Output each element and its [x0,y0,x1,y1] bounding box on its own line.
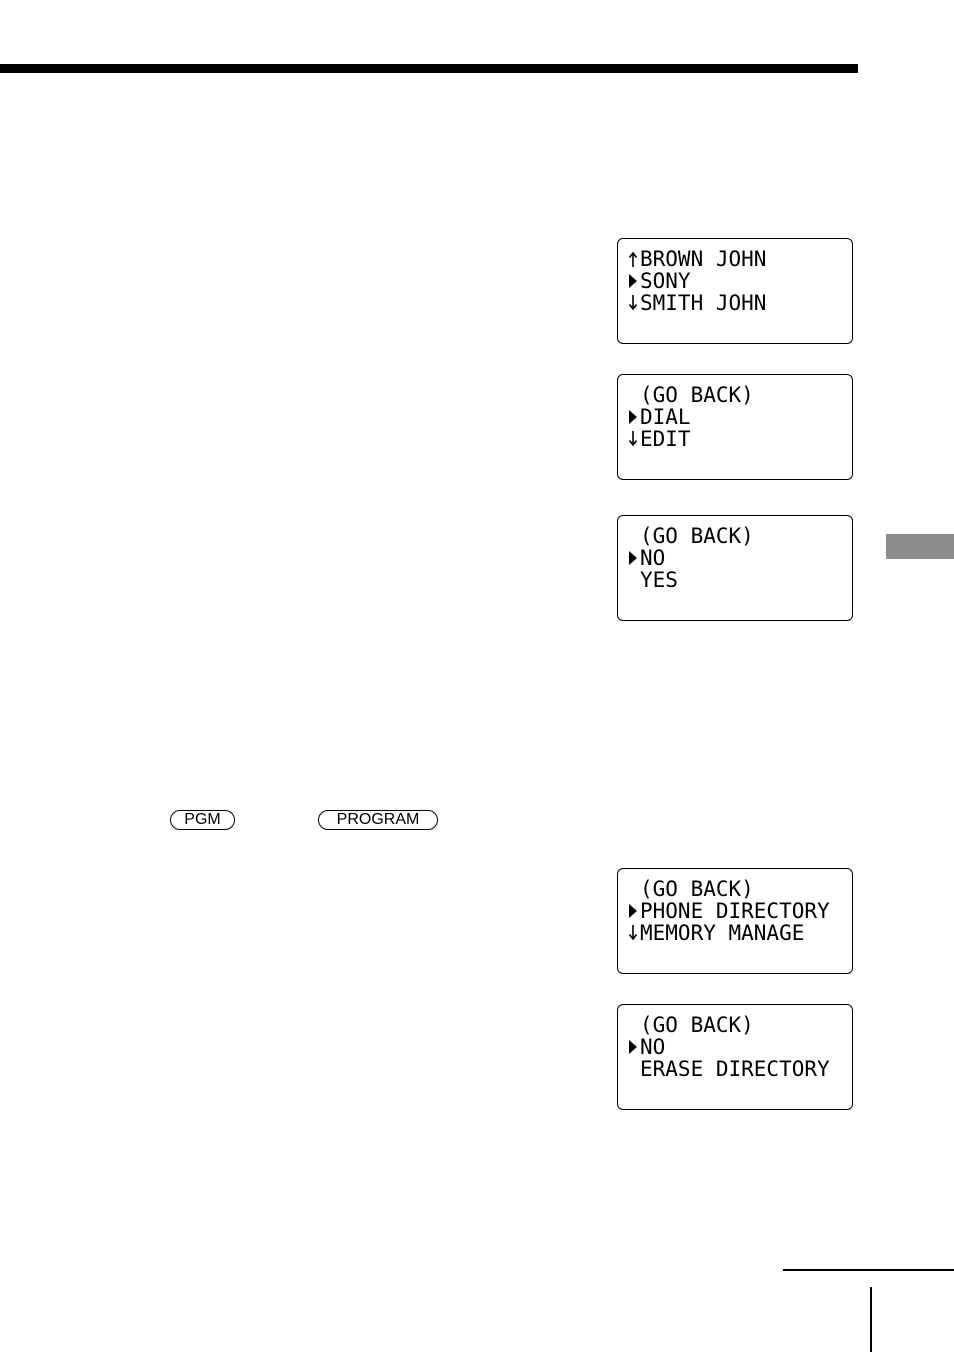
down-arrow-icon [627,292,640,314]
cursor-icon [627,406,640,428]
lcd-line: YES [627,569,852,591]
lcd-display-erase-confirm: (GO BACK) NO ERASE DIRECTORY [617,1004,853,1110]
lcd-line-text: PHONE DIRECTORY [640,899,830,923]
lcd-line-text: YES [640,568,678,592]
top-rule [0,64,858,73]
pgm-key-label: PGM [184,811,221,828]
lcd-display-directory-list: BROWN JOHN SONY SMITH JOHN [617,238,853,344]
lcd-line: (GO BACK) [627,1014,852,1036]
program-key: PROGRAM [318,810,438,830]
footer-rule [783,1269,954,1271]
lcd-line-text: BROWN JOHN [640,247,767,271]
lcd-display-entry-menu: (GO BACK) DIAL EDIT [617,374,853,480]
lcd-line-text: (GO BACK) [640,524,754,548]
page-edge-rule [870,1287,872,1352]
lcd-line: NO [627,547,852,569]
lcd-display-confirm: (GO BACK) NO YES [617,515,853,621]
cursor-icon [627,547,640,569]
program-key-label: PROGRAM [336,811,420,828]
pgm-key: PGM [170,810,235,830]
lcd-line-text: NO [640,1035,666,1059]
lcd-line-text: ERASE DIRECTORY [640,1057,830,1081]
lcd-line: MEMORY MANAGE [627,922,852,944]
cursor-icon [627,270,640,292]
cursor-icon [627,900,640,922]
lcd-line: (GO BACK) [627,384,852,406]
lcd-line-text: SONY [640,269,691,293]
lcd-line-text: (GO BACK) [640,1013,754,1037]
lcd-line: SMITH JOHN [627,292,852,314]
lcd-line: EDIT [627,428,852,450]
lcd-line-text: NO [640,546,666,570]
lcd-line: PHONE DIRECTORY [627,900,852,922]
lcd-line: BROWN JOHN [627,248,852,270]
cursor-icon [627,1036,640,1058]
lcd-line: SONY [627,270,852,292]
lcd-line-text: SMITH JOHN [640,291,767,315]
lcd-line: NO [627,1036,852,1058]
lcd-line: DIAL [627,406,852,428]
up-arrow-icon [627,248,640,270]
lcd-line: (GO BACK) [627,878,852,900]
lcd-line-text: (GO BACK) [640,383,754,407]
lcd-line-text: EDIT [640,427,691,451]
section-tab [886,534,954,559]
lcd-line: (GO BACK) [627,525,852,547]
lcd-line-text: (GO BACK) [640,877,754,901]
lcd-line-text: MEMORY MANAGE [640,921,805,945]
down-arrow-icon [627,428,640,450]
lcd-line: ERASE DIRECTORY [627,1058,852,1080]
lcd-line-text: DIAL [640,405,691,429]
down-arrow-icon [627,922,640,944]
lcd-display-program-menu: (GO BACK) PHONE DIRECTORY MEMORY MANAGE [617,868,853,974]
